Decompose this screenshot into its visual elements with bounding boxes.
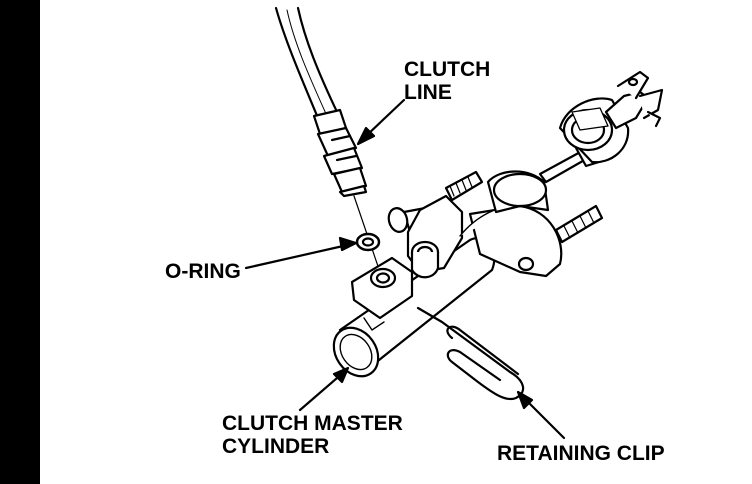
label-retaining-clip: RETAINING CLIP (497, 442, 665, 465)
left-side-bar (0, 0, 40, 484)
master-cylinder-body (332, 170, 563, 378)
label-clutch-line-line1: CLUTCH (404, 58, 491, 81)
o-ring-part (355, 232, 381, 252)
label-master-line2: CYLINDER (222, 435, 330, 458)
label-o-ring: O-RING (165, 260, 241, 283)
leader-lines (244, 98, 566, 440)
label-clutch-line: CLUTCH LINE (404, 58, 490, 104)
pushrod-assembly (538, 70, 664, 184)
clutch-line-hose (274, 6, 340, 120)
clutch-line-fitting (312, 108, 368, 198)
mounting-studs (444, 170, 604, 244)
label-master-line1: CLUTCH MASTER (222, 412, 403, 435)
label-clutch-master-cylinder: CLUTCH MASTER CYLINDER (222, 412, 403, 458)
retaining-clip-part (416, 306, 525, 401)
label-clutch-line-line2: LINE (404, 81, 452, 104)
